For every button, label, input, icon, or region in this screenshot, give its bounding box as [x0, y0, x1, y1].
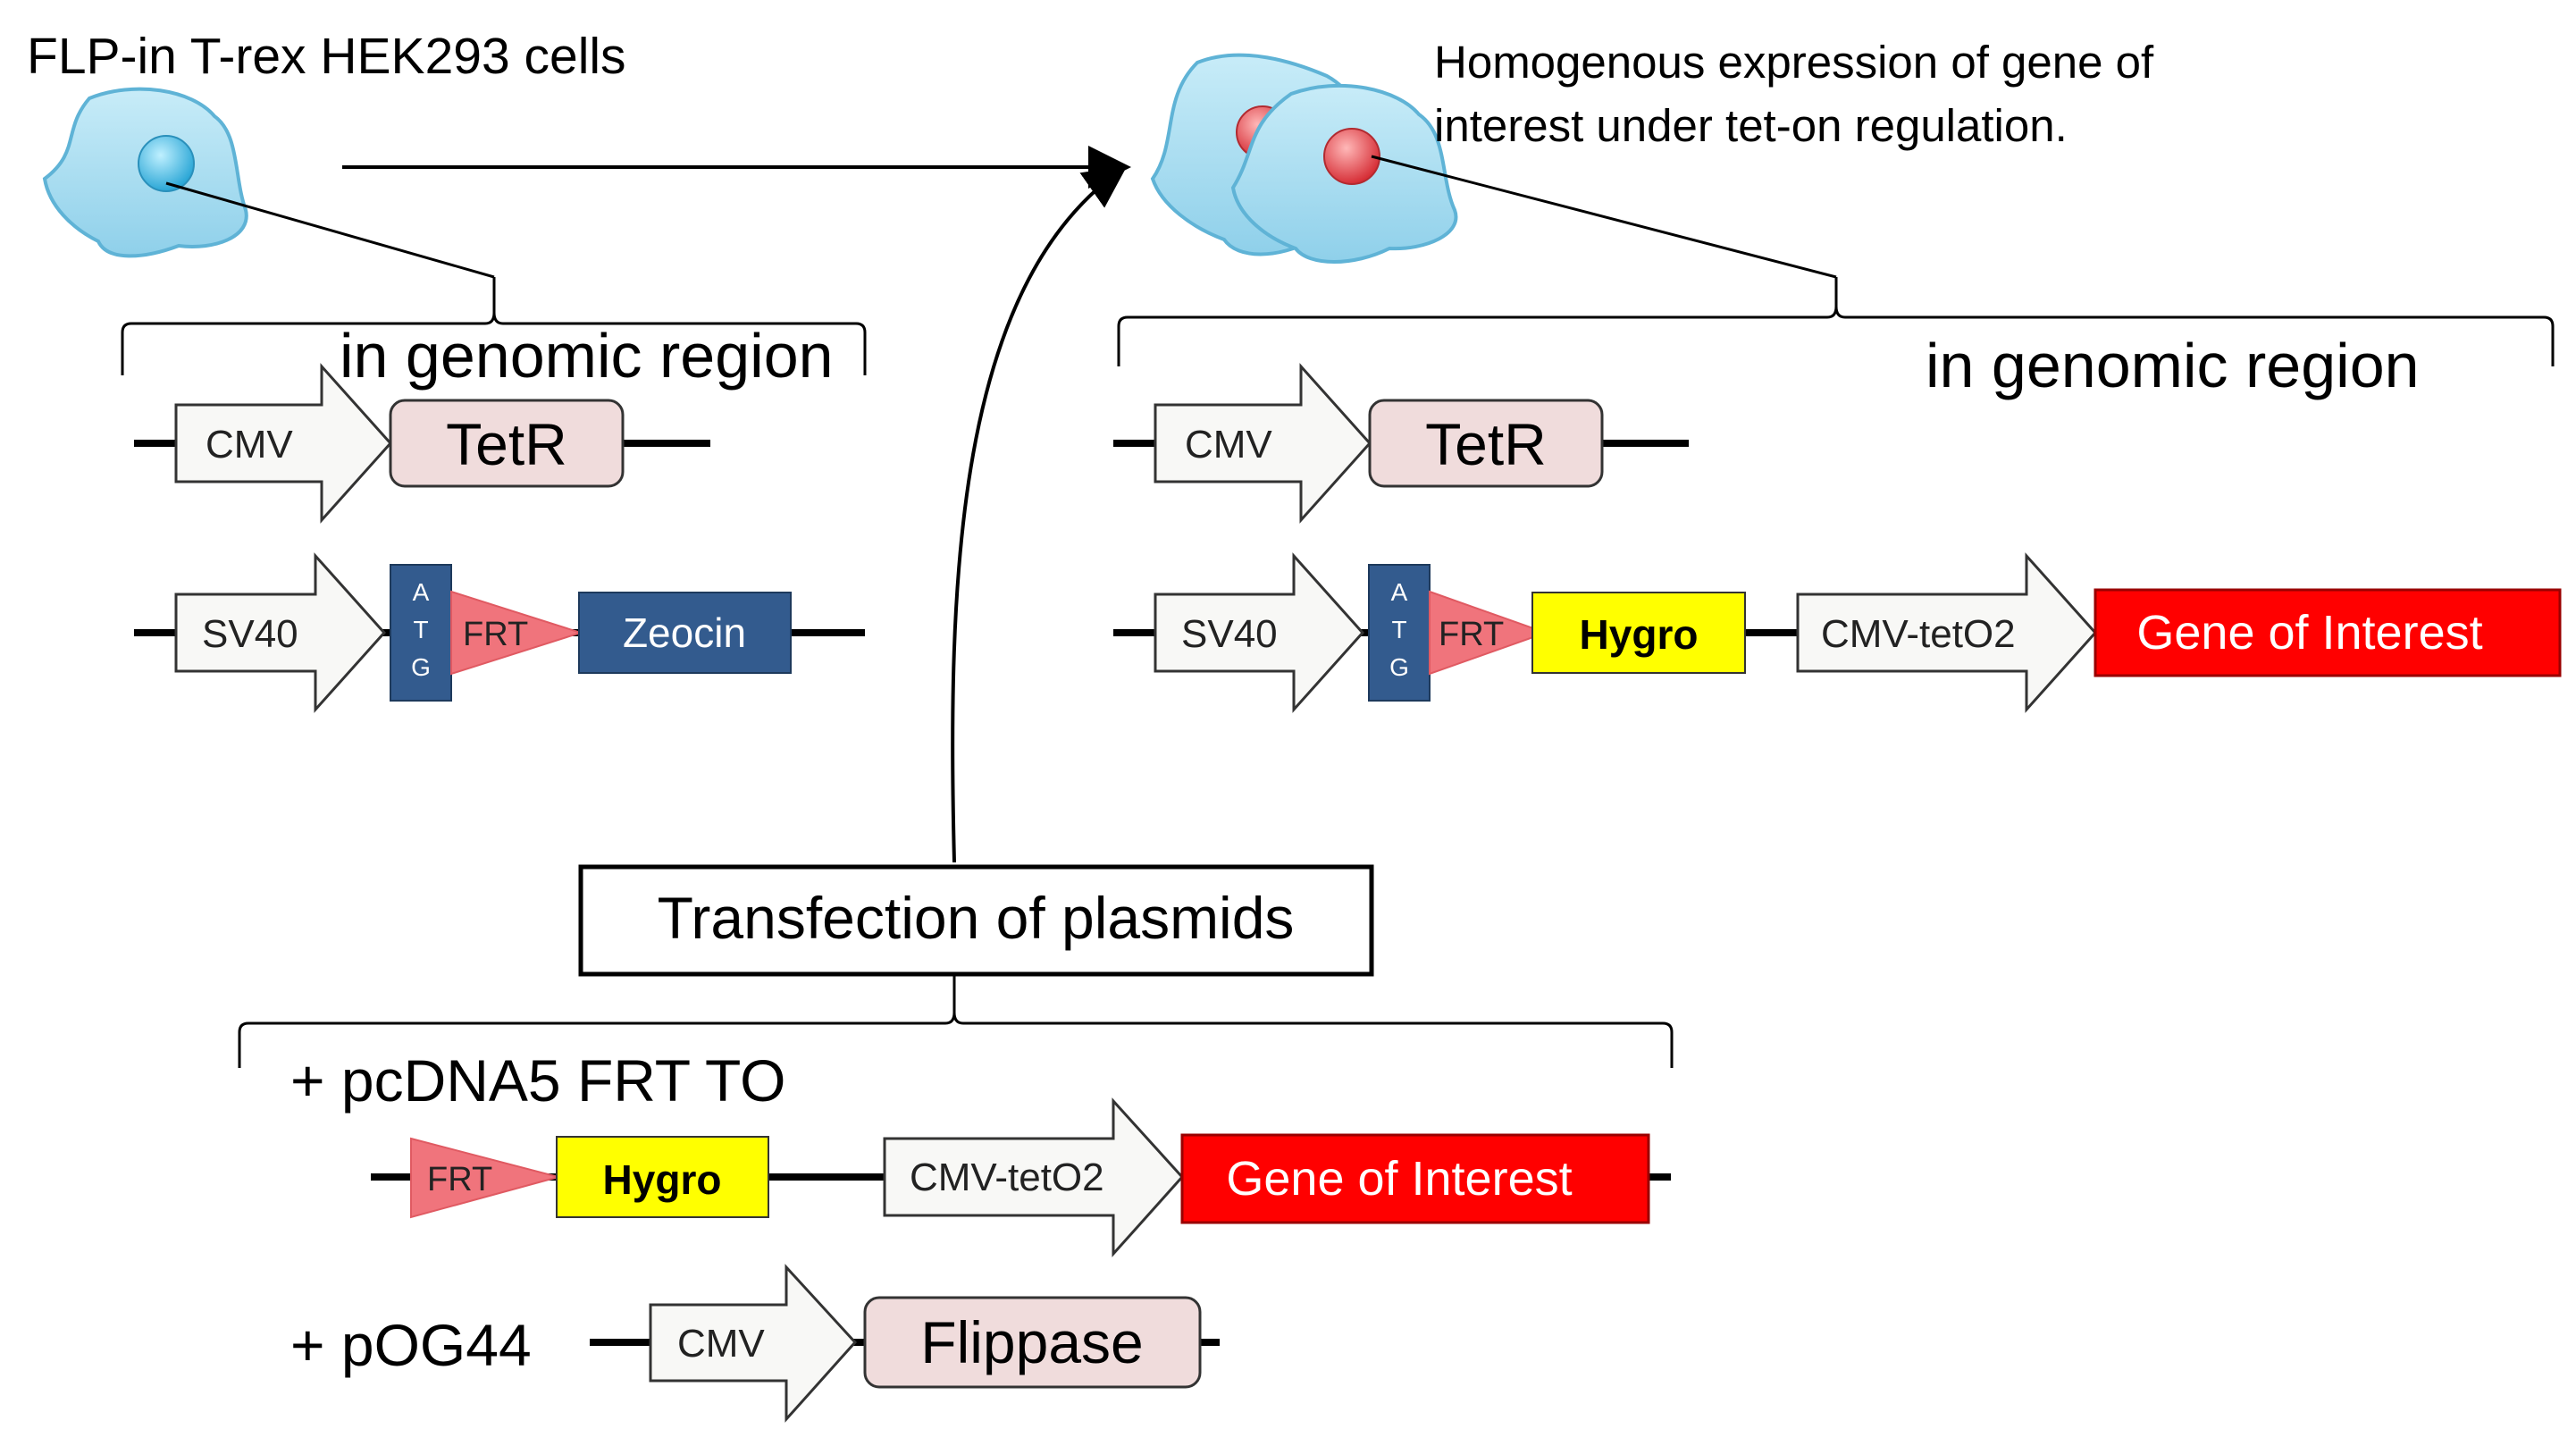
right-hygro-label: Hygro [1580, 611, 1699, 658]
left-frt-site [450, 590, 584, 676]
plasmid1-hygro-label: Hygro [603, 1156, 722, 1203]
left-frt-label: FRT [463, 616, 528, 653]
right-tetr-box [1368, 399, 1604, 488]
plasmid2-cmv-label: CMV [677, 1322, 765, 1366]
right-cmv-teto2-label: CMV-tetO2 [1821, 612, 2016, 656]
right-goi-label: Gene of Interest [2136, 606, 2482, 660]
plasmid2-flippase-box [863, 1296, 1202, 1389]
left-region-label: in genomic region [340, 321, 834, 391]
right-cassette-cmv-tetr: CMV TetR [1113, 363, 1689, 524]
right-atg-a: A [1391, 578, 1408, 606]
result-cells [1150, 53, 1458, 264]
left-pointer-line [165, 181, 495, 279]
left-atg-g: G [411, 653, 431, 681]
left-cmv-label: CMV [206, 423, 293, 467]
left-cmv-promoter [174, 363, 393, 524]
plasmid1-hygro-box [556, 1136, 769, 1218]
parental-nucleus [138, 135, 195, 192]
result-caption-line1: Homogenous expression of gene of [1434, 37, 2154, 88]
right-sv40-label: SV40 [1181, 612, 1278, 656]
plasmid2-cassette: CMV Flippase [590, 1264, 1220, 1423]
right-atg-t: T [1391, 616, 1406, 643]
left-atg-a: A [413, 578, 430, 606]
left-cassette-cmv-tetr: CMV TetR [134, 363, 710, 524]
plasmid1-frt-label: FRT [427, 1161, 492, 1198]
left-zeocin-label: Zeocin [623, 609, 746, 656]
plasmid2-cmv-promoter [649, 1264, 858, 1423]
right-frt-site [1429, 590, 1548, 676]
right-frt-label: FRT [1439, 616, 1504, 653]
bottom-brace [238, 974, 1674, 1068]
transfection-label: Transfection of plasmids [658, 885, 1295, 951]
result-nucleus-front [1323, 128, 1380, 185]
left-atg-box [390, 564, 452, 702]
left-cassette-sv40-zeocin: SV40 A T G FRT Zeocin [134, 552, 865, 713]
right-sv40-promoter [1154, 552, 1365, 713]
left-tetr-label: TetR [446, 411, 567, 477]
plasmid2-label: + pOG44 [290, 1312, 532, 1378]
plasmid1-label: + pcDNA5 FRT TO [290, 1047, 786, 1114]
plasmid1-goi-box [1180, 1133, 1650, 1224]
right-cassette-integrated: SV40 A T G FRT Hygro CMV-tetO2 Gene of I… [1113, 552, 2562, 713]
plasmid2-flippase-label: Flippase [920, 1309, 1143, 1375]
plasmid1-cmv-teto2-promoter [883, 1097, 1185, 1257]
right-pointer-line [1371, 155, 1837, 279]
parental-cell [42, 87, 248, 258]
plasmid1-frt-site [410, 1137, 562, 1219]
plasmid1-cassette: FRT Hygro CMV-tetO2 Gene of Interest [371, 1097, 1671, 1257]
left-atg-t: T [413, 616, 428, 643]
right-hygro-box [1531, 592, 1746, 674]
left-tetr-box [389, 399, 625, 488]
right-goi-box [2094, 588, 2562, 677]
parental-cell-label: FLP-in T-rex HEK293 cells [27, 28, 626, 85]
right-region-label: in genomic region [1926, 331, 2420, 400]
plasmid1-cmv-teto2-label: CMV-tetO2 [910, 1156, 1104, 1199]
left-sv40-promoter [174, 552, 387, 713]
plasmid1-goi-label: Gene of Interest [1226, 1152, 1572, 1206]
left-zeocin-box [578, 592, 792, 674]
transfection-box [578, 864, 1374, 977]
right-tetr-label: TetR [1425, 411, 1547, 477]
right-brace [1117, 277, 2555, 366]
transfection-arrow [951, 165, 1128, 863]
right-cmv-label: CMV [1185, 423, 1272, 467]
right-cmv-teto2-promoter [1796, 552, 2098, 713]
result-caption-line2: interest under tet-on regulation. [1434, 100, 2068, 151]
right-atg-g: G [1389, 653, 1409, 681]
right-cmv-promoter [1154, 363, 1372, 524]
left-sv40-label: SV40 [202, 612, 298, 656]
left-brace [121, 277, 867, 375]
